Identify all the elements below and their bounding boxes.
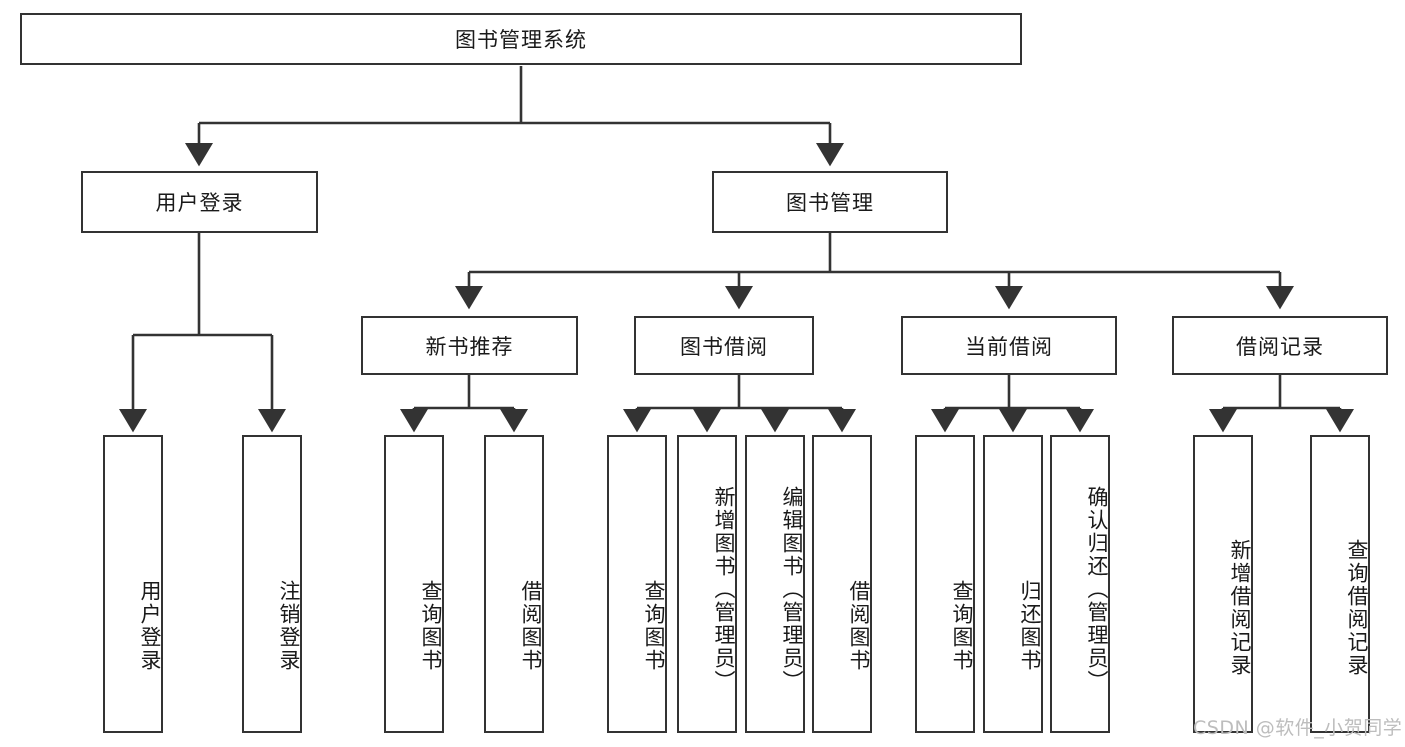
leaf-borrow-book-1-label: 借阅图书 bbox=[519, 580, 543, 672]
node-book-borrow[interactable]: 图书借阅 bbox=[634, 316, 814, 375]
node-root[interactable]: 图书管理系统 bbox=[20, 13, 1022, 65]
leaf-user-login[interactable]: 用户登录 bbox=[103, 435, 163, 733]
node-book-manage-label: 图书管理 bbox=[786, 191, 874, 215]
leaf-borrow-book-1[interactable]: 借阅图书 bbox=[484, 435, 544, 733]
node-user-login[interactable]: 用户登录 bbox=[81, 171, 318, 233]
leaf-add-book[interactable]: 新增图书（管理员） bbox=[677, 435, 737, 733]
node-current-borrow[interactable]: 当前借阅 bbox=[901, 316, 1117, 375]
leaf-confirm-return-label: 确认归还（管理员） bbox=[1085, 485, 1109, 693]
leaf-query-record-label: 查询借阅记录 bbox=[1345, 539, 1369, 677]
node-book-borrow-label: 图书借阅 bbox=[680, 334, 768, 359]
leaf-add-record[interactable]: 新增借阅记录 bbox=[1193, 435, 1253, 733]
node-user-login-label: 用户登录 bbox=[155, 191, 244, 215]
leaf-query-book-1-label: 查询图书 bbox=[419, 580, 443, 672]
leaf-query-book-2[interactable]: 查询图书 bbox=[607, 435, 667, 733]
leaf-confirm-return[interactable]: 确认归还（管理员） bbox=[1050, 435, 1110, 733]
leaf-query-book-3[interactable]: 查询图书 bbox=[915, 435, 975, 733]
csdn-watermark: CSDN @软件_小贺同学 bbox=[1193, 717, 1403, 739]
leaf-user-login-label: 用户登录 bbox=[138, 580, 162, 672]
leaf-query-book-1[interactable]: 查询图书 bbox=[384, 435, 444, 733]
node-current-borrow-label: 当前借阅 bbox=[965, 334, 1053, 359]
node-borrow-record-label: 借阅记录 bbox=[1236, 334, 1324, 359]
leaf-query-record[interactable]: 查询借阅记录 bbox=[1310, 435, 1370, 733]
leaf-return-book-label: 归还图书 bbox=[1018, 580, 1042, 672]
leaf-borrow-book-2-label: 借阅图书 bbox=[847, 580, 871, 672]
leaf-borrow-book-2[interactable]: 借阅图书 bbox=[812, 435, 872, 733]
node-borrow-record[interactable]: 借阅记录 bbox=[1172, 316, 1388, 375]
leaf-edit-book[interactable]: 编辑图书（管理员） bbox=[745, 435, 805, 733]
leaf-add-book-label: 新增图书（管理员） bbox=[712, 485, 736, 693]
leaf-return-book[interactable]: 归还图书 bbox=[983, 435, 1043, 733]
leaf-query-book-3-label: 查询图书 bbox=[950, 580, 974, 672]
leaf-user-logout[interactable]: 注销登录 bbox=[242, 435, 302, 733]
node-new-book-rec-label: 新书推荐 bbox=[425, 334, 514, 359]
node-root-label: 图书管理系统 bbox=[455, 28, 587, 52]
leaf-user-logout-label: 注销登录 bbox=[277, 580, 301, 672]
leaf-add-record-label: 新增借阅记录 bbox=[1228, 539, 1252, 677]
leaf-query-book-2-label: 查询图书 bbox=[642, 580, 666, 672]
leaf-edit-book-label: 编辑图书（管理员） bbox=[780, 485, 804, 693]
node-book-manage[interactable]: 图书管理 bbox=[712, 171, 948, 233]
node-new-book-rec[interactable]: 新书推荐 bbox=[361, 316, 578, 375]
